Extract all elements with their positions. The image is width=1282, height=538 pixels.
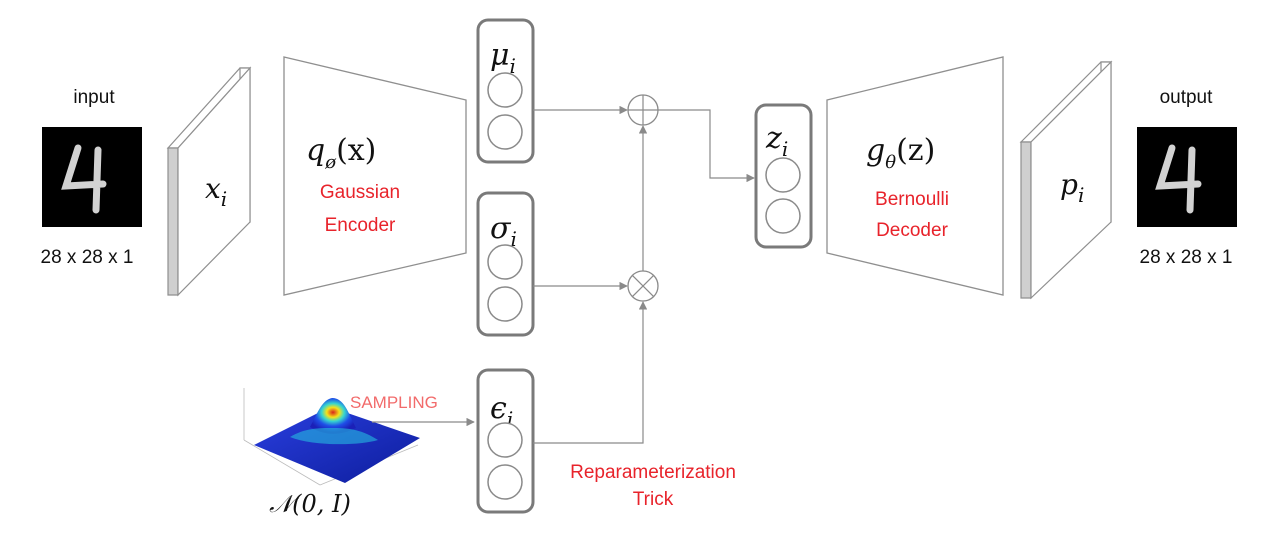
p-layer-symbol: pi — [1060, 168, 1084, 207]
reparam-label-line1: Reparameterization — [570, 462, 736, 483]
epsilon-neuron-2 — [487, 464, 523, 500]
gaussian-surface-plot — [243, 388, 420, 486]
reparam-label-line2: Trick — [633, 489, 674, 510]
sigma-neuron-1 — [487, 244, 523, 280]
multiply-operator — [627, 270, 659, 302]
sampling-label: SAMPLING — [350, 393, 438, 412]
encoder-label-line1: Gaussian — [320, 182, 400, 203]
epsilon-to-mul-arrow — [533, 301, 648, 444]
output-size-label: 28 x 28 x 1 — [1140, 247, 1233, 268]
epsilon-symbol: ϵi — [490, 391, 513, 431]
input-layer-slab — [166, 66, 252, 297]
output-caption: output — [1160, 87, 1214, 108]
z-neuron-1 — [765, 157, 801, 193]
decoder-block — [826, 56, 1004, 296]
output-layer-slab — [1019, 60, 1113, 300]
x-layer-symbol: xi — [205, 172, 227, 211]
sigma-neuron-2 — [487, 286, 523, 322]
z-symbol: zi — [765, 121, 788, 161]
input-size-label: 28 x 28 x 1 — [41, 247, 134, 268]
mu-neuron-2 — [487, 114, 523, 150]
normal-distribution-label: 𝒩(0, I) — [269, 490, 351, 518]
mu-symbol: μi — [490, 38, 516, 78]
input-caption: input — [73, 87, 115, 108]
add-operator — [627, 94, 659, 126]
input-digit-image — [42, 127, 142, 227]
output-digit-image — [1137, 127, 1237, 227]
add-to-z-arrow — [658, 109, 755, 183]
encoder-formula: qø(x) — [306, 133, 376, 173]
decoder-label-line2: Decoder — [876, 220, 948, 241]
decoder-label-line1: Bernoulli — [875, 189, 949, 210]
decoder-formula: gθ(z) — [866, 133, 935, 173]
mu-neuron-1 — [487, 72, 523, 108]
epsilon-neuron-1 — [487, 422, 523, 458]
sigma-symbol: σi — [490, 211, 517, 251]
encoder-block — [283, 56, 467, 296]
z-neuron-2 — [765, 198, 801, 234]
encoder-label-line2: Encoder — [325, 215, 396, 236]
